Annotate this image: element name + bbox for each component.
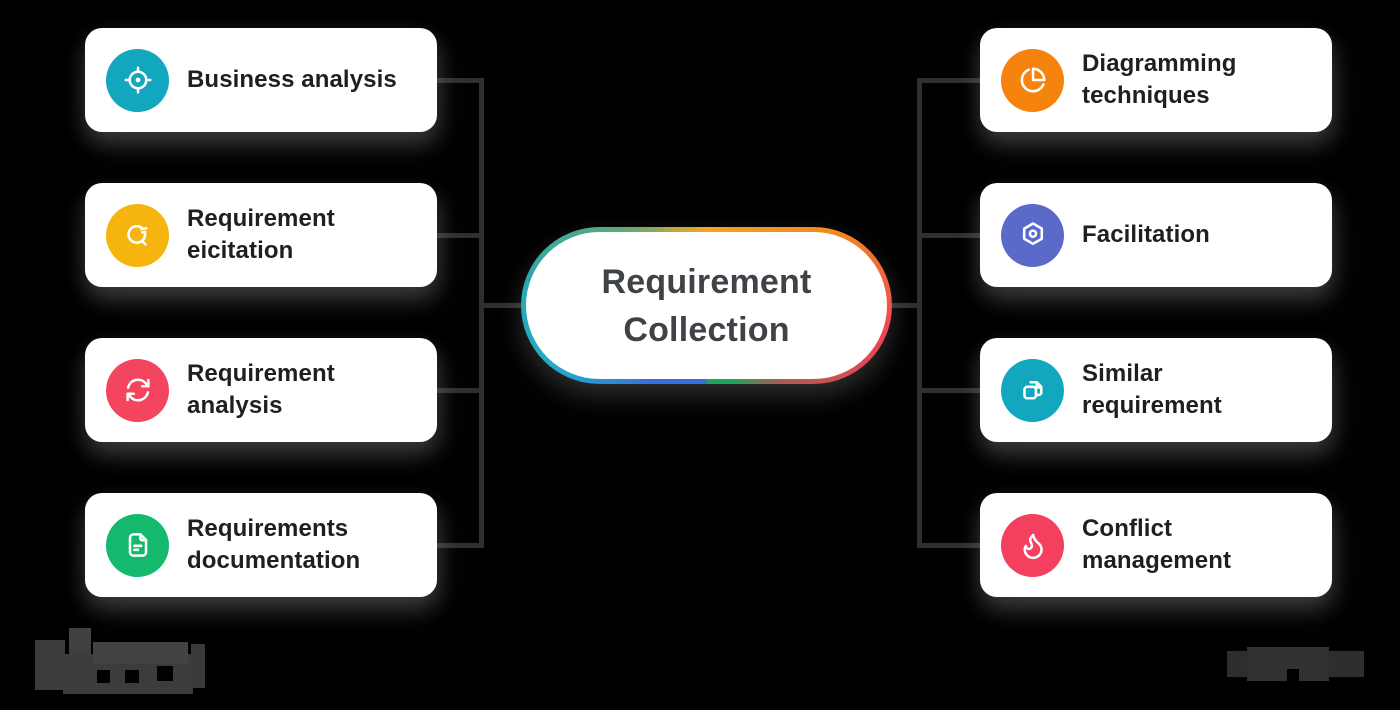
node-label: Diagramming techniques xyxy=(1082,50,1237,109)
node-label: Business analysis xyxy=(187,66,397,93)
flame-icon xyxy=(1001,513,1064,577)
node-requirement-eicitation[interactable]: Requirement eicitation xyxy=(85,183,437,287)
connector-left-stub-1 xyxy=(437,78,481,83)
center-node-ring: Requirement Collection xyxy=(521,227,892,384)
document-icon xyxy=(106,513,169,577)
node-label: Similar requirement xyxy=(1082,360,1222,419)
node-requirement-analysis[interactable]: Requirement analysis xyxy=(85,338,437,442)
sync-icon xyxy=(106,358,169,422)
node-label: Requirement eicitation xyxy=(187,205,335,264)
connector-left-vertical xyxy=(479,78,484,548)
node-facilitation[interactable]: Facilitation xyxy=(980,183,1332,287)
copy-pages-icon xyxy=(1001,358,1064,422)
center-node[interactable]: Requirement Collection xyxy=(526,232,887,379)
connector-left-stub-3 xyxy=(437,388,481,393)
center-node-title: Requirement Collection xyxy=(601,262,812,349)
node-business-analysis[interactable]: Business analysis xyxy=(85,28,437,132)
pie-chart-icon xyxy=(1001,48,1064,112)
node-label: Requirement analysis xyxy=(187,360,335,419)
connector-right-stub-1 xyxy=(920,78,980,83)
hexagon-nut-icon xyxy=(1001,203,1064,267)
node-label: Requirements documentation xyxy=(187,515,361,574)
connector-left-stub-4 xyxy=(437,543,481,548)
node-similar-requirement[interactable]: Similar requirement xyxy=(980,338,1332,442)
node-requirements-documentation[interactable]: Requirements documentation xyxy=(85,493,437,597)
target-icon xyxy=(106,48,169,112)
connector-right-stub-4 xyxy=(920,543,980,548)
node-label: Facilitation xyxy=(1082,221,1210,248)
watermark-logo-right xyxy=(1227,647,1364,681)
node-conflict-management[interactable]: Conflict management xyxy=(980,493,1332,597)
connector-right-stub-2 xyxy=(920,233,980,238)
connector-right-vertical xyxy=(917,78,922,548)
watermark-logo-left xyxy=(33,628,205,698)
node-diagramming-techniques[interactable]: Diagramming techniques xyxy=(980,28,1332,132)
connector-right-stub-3 xyxy=(920,388,980,393)
connector-center-to-right xyxy=(889,303,920,308)
connector-left-stub-2 xyxy=(437,233,481,238)
node-label: Conflict management xyxy=(1082,515,1232,574)
connector-left-to-center xyxy=(482,303,523,308)
search-history-icon xyxy=(106,203,169,267)
